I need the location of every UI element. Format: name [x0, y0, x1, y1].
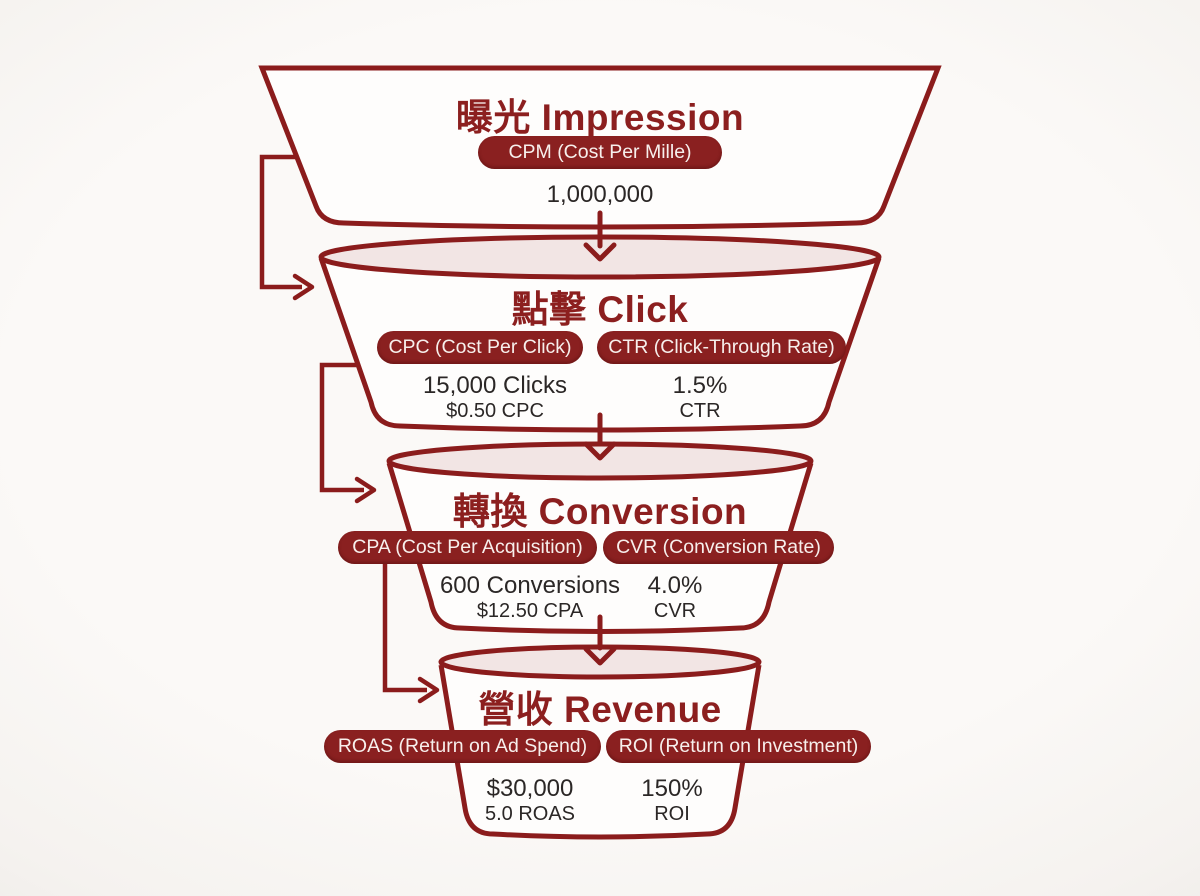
metric-pill: ROAS (Return on Ad Spend) — [324, 730, 601, 763]
metric-block: 4.0% CVR — [615, 572, 735, 623]
metric-value: 4.0% — [647, 572, 703, 599]
metric-value: 150% — [641, 775, 703, 802]
down-arrow-icon — [583, 210, 617, 262]
metric-label: $0.50 CPC — [446, 400, 544, 422]
metric-pill: CPC (Cost Per Click) — [377, 331, 583, 364]
metric-block: 1.5% CTR — [640, 372, 760, 423]
stage-title: 轉換 Conversion — [452, 491, 748, 532]
metric-label: $12.50 CPA — [476, 600, 584, 622]
stage-title: 點擊 Click — [511, 289, 689, 330]
stage-3-rim — [386, 441, 814, 481]
metric-block: 1,000,000 — [500, 181, 700, 208]
metric-pill: CTR (Click-Through Rate) — [597, 331, 846, 364]
metric-value: 1.5% — [672, 372, 728, 399]
down-arrow-icon — [583, 412, 617, 461]
metric-pill: CVR (Conversion Rate) — [603, 531, 834, 564]
stage-title: 營收 Revenue — [478, 689, 722, 730]
metric-label: 5.0 ROAS — [484, 803, 576, 825]
connector-right-arrow-icon — [259, 154, 315, 301]
metric-block: 600 Conversions $12.50 CPA — [430, 572, 630, 623]
metric-pill: CPA (Cost Per Acquisition) — [338, 531, 597, 564]
metric-value: 1,000,000 — [546, 181, 654, 208]
metric-block: $30,000 5.0 ROAS — [440, 775, 620, 826]
metric-value: $30,000 — [486, 775, 574, 802]
metric-label: ROI — [654, 803, 690, 825]
metric-label: CVR — [653, 600, 697, 622]
connector-right-arrow-icon — [319, 362, 377, 504]
metric-block: 15,000 Clicks $0.50 CPC — [395, 372, 595, 423]
metric-block: 150% ROI — [612, 775, 732, 826]
down-arrow-icon — [583, 614, 617, 666]
metric-label: CTR — [679, 400, 721, 422]
metric-pill: CPM (Cost Per Mille) — [478, 136, 722, 169]
metric-pill: ROI (Return on Investment) — [606, 730, 871, 763]
connector-right-arrow-icon — [382, 563, 440, 704]
metric-value: 15,000 Clicks — [422, 372, 568, 399]
metric-value: 600 Conversions — [439, 572, 621, 599]
stage-title: 曝光 Impression — [455, 97, 745, 138]
